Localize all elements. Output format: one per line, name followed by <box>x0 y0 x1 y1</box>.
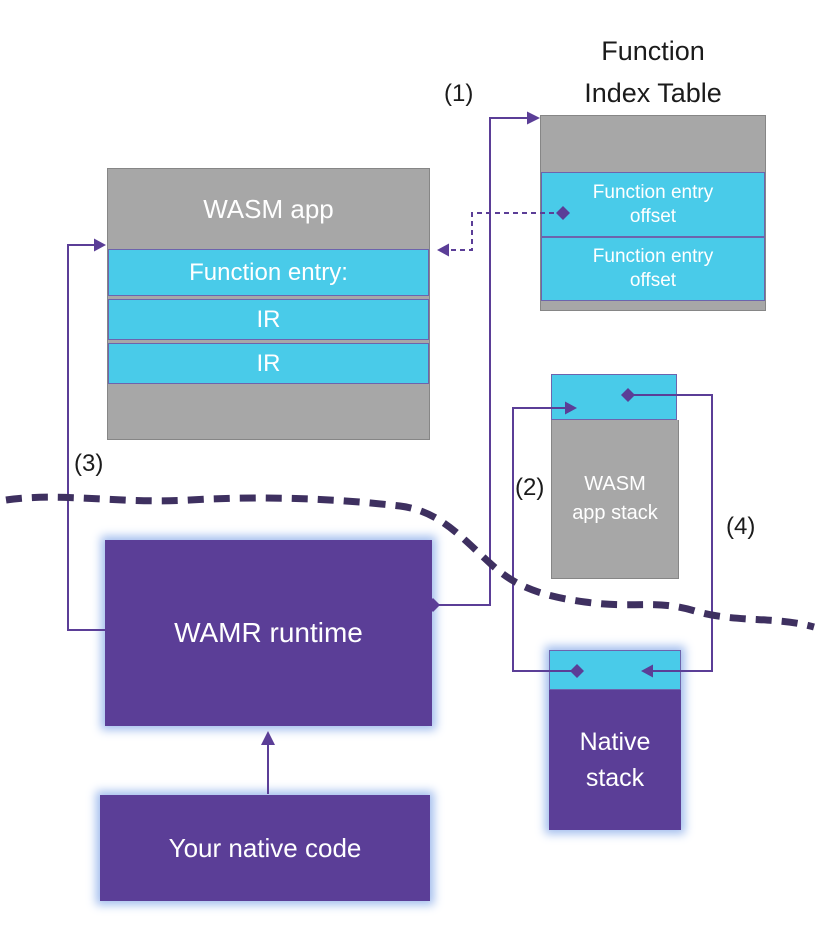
native-stack-label: Native stack <box>579 727 651 792</box>
function-entry-offset-text-2: Function entry offset <box>592 246 714 291</box>
wasm-app-function-entry-row: Function entry: <box>108 249 429 296</box>
wasm-app-stack-body: WASM app stack <box>551 420 679 579</box>
wasm-app-stack-label: WASM app stack <box>572 473 658 524</box>
function-index-table-box: Function entry offset Function entry off… <box>540 115 766 311</box>
function-entry-offset-text-1: Function entry offset <box>592 181 714 227</box>
flow-label-1: (1) <box>444 80 474 107</box>
flow-label-4: (4) <box>726 513 756 540</box>
connector-3-line <box>67 244 105 631</box>
wamr-runtime-label: WAMR runtime <box>174 617 363 648</box>
function-entry-offset-row-1: Function entry offset <box>541 172 765 237</box>
flow-label-3: (3) <box>74 450 104 477</box>
function-index-table-title: Function Index Table <box>528 30 778 114</box>
wasm-app-ir-row-1: IR <box>108 299 429 340</box>
connector-offset-arrowhead <box>437 243 449 257</box>
connector-1-line <box>433 117 527 606</box>
native-stack-body: Native stack <box>549 690 681 830</box>
native-stack-box: Native stack <box>549 650 681 830</box>
wasm-app-box: WASM app Function entry: IR IR <box>107 168 430 440</box>
title-line-2: Index Table <box>584 78 722 108</box>
title-line-1: Function <box>601 36 705 66</box>
your-native-code-box: Your native code <box>100 795 430 901</box>
function-entry-offset-row-2: Function entry offset <box>541 237 765 301</box>
native-code-arrowhead <box>261 731 275 745</box>
connector-3-arrowhead <box>94 238 106 252</box>
native-stack-band <box>549 650 681 690</box>
wamr-runtime-box: WAMR runtime <box>105 540 432 726</box>
wasm-app-header: WASM app <box>203 193 334 224</box>
wasm-app-stack-box: WASM app stack <box>551 374 679 579</box>
wasm-app-stack-band <box>551 374 677 420</box>
wasm-app-ir-row-2: IR <box>108 343 429 384</box>
flow-label-2: (2) <box>515 474 545 501</box>
your-native-code-label: Your native code <box>168 832 362 863</box>
function-index-table-header <box>541 116 765 172</box>
